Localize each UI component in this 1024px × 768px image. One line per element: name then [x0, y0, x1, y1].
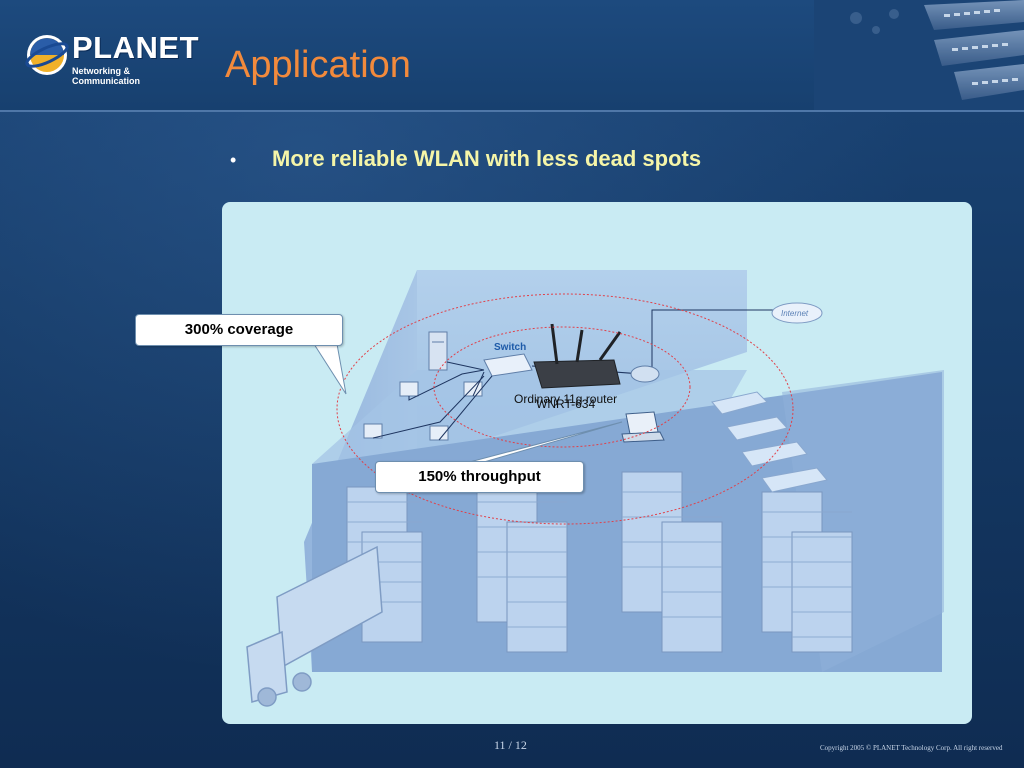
- coverage-callout: 300% coverage: [135, 314, 343, 346]
- switch-label: Switch: [494, 342, 526, 353]
- bullet-marker: •: [230, 150, 237, 170]
- router-icon: [630, 365, 660, 383]
- network-equipment-image: [814, 0, 1024, 110]
- logo-tagline: Networking & Communication: [72, 66, 141, 86]
- server-icon: [428, 331, 448, 371]
- planet-logo: PLANET Networking & Communication: [24, 30, 199, 86]
- planet-globe-icon: [25, 35, 69, 75]
- router-label-ordinary: Ordinary 11g router: [514, 392, 617, 406]
- internet-label: Internet: [781, 309, 809, 318]
- header-divider: [0, 110, 1024, 112]
- coverage-ellipse-small: [433, 326, 691, 448]
- slide-title: Application: [225, 44, 411, 86]
- coverage-callout-pointer: [313, 343, 347, 395]
- logo-wordmark: PLANET: [72, 30, 199, 65]
- laptop-icon: [621, 411, 665, 443]
- warehouse-diagram: Switch Ordinary 11g router WNRT-634: [135, 202, 972, 724]
- page-number: 11 / 12: [494, 738, 527, 752]
- coverage-ellipse-large: [336, 293, 794, 525]
- switch-icon: Switch: [483, 342, 533, 377]
- throughput-callout: 150% throughput: [375, 461, 584, 493]
- internet-cloud-icon: Internet: [771, 302, 823, 324]
- warehouse-illustration: Switch Ordinary 11g router WNRT-634: [246, 270, 944, 707]
- truck-icon: [246, 545, 383, 707]
- bullet-text: More reliable WLAN with less dead spots: [272, 146, 702, 171]
- router-label-model: WNRT-634: [536, 397, 595, 411]
- copyright-notice: Copyright 2005 © PLANET Technology Corp.…: [820, 744, 1003, 752]
- wireless-router-icon: [533, 323, 622, 389]
